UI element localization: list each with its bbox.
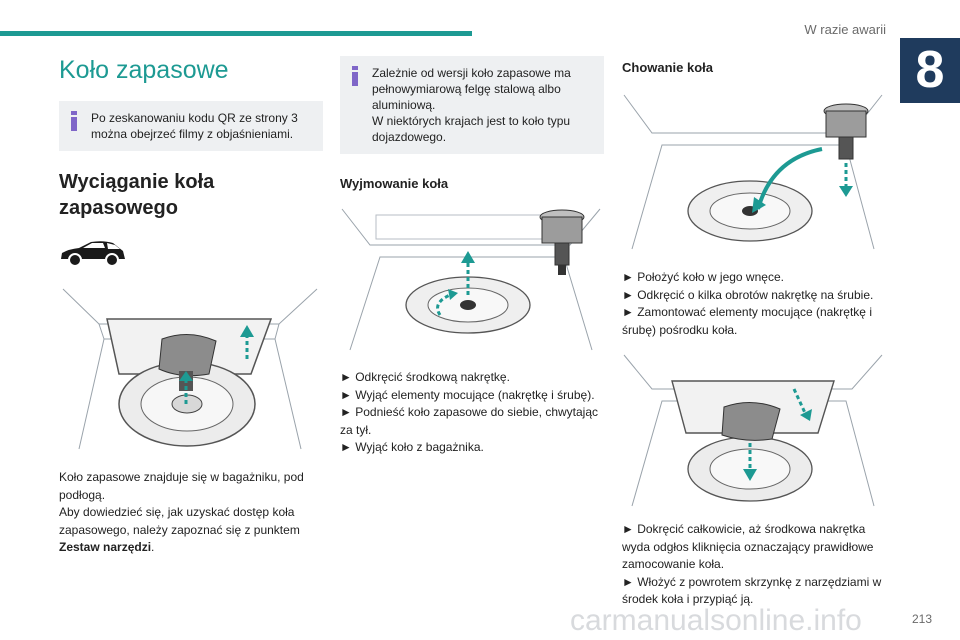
section-heading-removal: Wyciąganie koła zapasowego bbox=[59, 171, 215, 219]
step: ► Położyć koło w jego wnęce. bbox=[622, 270, 784, 284]
info-line-2: W niektórych krajach jest to koło typu d… bbox=[372, 114, 571, 144]
car-silhouette-icon bbox=[61, 241, 125, 267]
removal-paragraph: Koło zapasowe znajduje się w bagażniku, … bbox=[59, 469, 323, 557]
header-accent-bar bbox=[0, 31, 472, 36]
step: ► Zamontować elementy mocujące (nakrętkę… bbox=[622, 305, 872, 337]
section-heading-stowing: Chowanie koła bbox=[622, 60, 714, 75]
column-2: Zależnie od wersji koło zapasowe ma pełn… bbox=[340, 50, 604, 457]
trunk-illustration-tool-box bbox=[59, 279, 321, 459]
info-box-qr: Po zeskanowaniu kodu QR ze strony 3 możn… bbox=[59, 101, 323, 151]
watermark: carmanualsonline.info bbox=[570, 604, 862, 637]
info-icon bbox=[351, 66, 359, 86]
step: ► Dokręcić całkowicie, aż środkowa nakrę… bbox=[622, 522, 874, 571]
stowing-steps-a: ► Położyć koło w jego wnęce. ► Odkręcić … bbox=[622, 269, 886, 339]
stowing-steps-b: ► Dokręcić całkowicie, aż środkowa nakrę… bbox=[622, 521, 886, 609]
step: ► Odkręcić o kilka obrotów nakrętkę na ś… bbox=[622, 287, 874, 302]
page-number: 213 bbox=[911, 612, 932, 626]
step: ► Wyjąć koło z bagażnika. bbox=[340, 440, 484, 454]
step: ► Włożyć z powrotem skrzynkę z narzędzia… bbox=[622, 574, 882, 607]
para-line-1: Koło zapasowe znajduje się w bagażniku, … bbox=[59, 470, 304, 502]
para-line-2: Aby dowiedzieć się, jak uzyskać dostęp k… bbox=[59, 505, 300, 537]
info-text: Po zeskanowaniu kodu QR ze strony 3 możn… bbox=[91, 111, 298, 141]
taking-out-steps: ► Odkręcić środkową nakrętkę. ► Wyjąć el… bbox=[340, 369, 604, 457]
column-3: Chowanie koła ► Położyć koło w jego wnęc… bbox=[622, 50, 886, 609]
section-label: W razie awarii bbox=[804, 22, 886, 37]
para-end: . bbox=[151, 540, 155, 554]
trunk-illustration-tool-box-return bbox=[623, 354, 883, 507]
section-heading-taking-out: Wyjmowanie koła bbox=[340, 176, 449, 191]
step: ► Wyjąć elementy mocujące (nakrętkę i śr… bbox=[340, 387, 595, 402]
chapter-number: 8 bbox=[900, 38, 960, 103]
tool-kit-link[interactable]: Zestaw narzędzi bbox=[59, 540, 152, 554]
info-box-versions: Zależnie od wersji koło zapasowe ma pełn… bbox=[340, 56, 604, 154]
trunk-illustration-stow bbox=[623, 94, 883, 250]
column-1: Koło zapasowe Po zeskanowaniu kodu QR ze… bbox=[59, 50, 323, 557]
page-title: Koło zapasowe bbox=[59, 56, 229, 84]
step: ► Podnieść koło zapasowe do siebie, chwy… bbox=[340, 405, 599, 437]
info-icon bbox=[70, 111, 78, 131]
trunk-illustration-unscrew bbox=[341, 208, 601, 351]
info-line-1: Zależnie od wersji koło zapasowe ma pełn… bbox=[372, 66, 571, 112]
step: ► Odkręcić środkową nakrętkę. bbox=[340, 370, 510, 384]
